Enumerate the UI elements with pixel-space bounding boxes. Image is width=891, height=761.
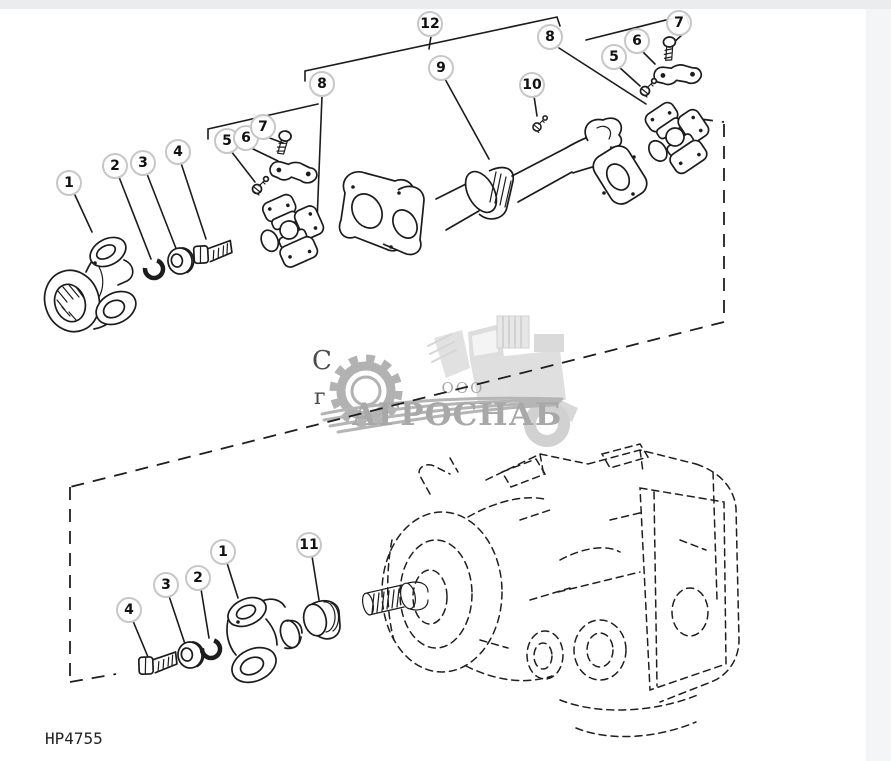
callout-label: 3 [161,577,171,593]
callout-label: 1 [218,544,228,560]
part-universal-joint-left [246,184,335,276]
part-grease-fitting-right [639,77,658,98]
callout-11-dust-cap[interactable]: 11 [296,532,322,558]
part-cap-screw-bottom [137,651,179,676]
callout-9-collar[interactable]: 9 [428,55,454,81]
top-gutter [0,0,891,9]
callout-label: 2 [193,570,203,586]
transmission-housing-phantom [381,443,740,738]
part-rear-yoke [226,596,303,684]
part-front-yoke [43,236,137,333]
callout-7-right[interactable]: 7 [666,10,692,36]
callout-3-washer[interactable]: 3 [130,150,156,176]
callout-label: 7 [674,15,684,31]
drawing-code: HP4755 [45,729,103,748]
part-grease-fitting-shaft [532,115,549,134]
right-gutter [866,0,891,761]
callout-label: 5 [609,49,619,65]
callout-6-right[interactable]: 6 [624,28,650,54]
part-screw-right [662,35,678,62]
callout-label: 1 [64,175,74,191]
callout-8-left[interactable]: 8 [309,71,335,97]
callout-label: 6 [241,130,251,146]
callout-label: 3 [138,155,148,171]
part-drive-shaft [338,117,648,256]
part-cap-screw [192,239,234,265]
callout-3-bottom[interactable]: 3 [153,572,179,598]
callout-label: 4 [124,602,134,618]
callout-1-rear-yoke[interactable]: 1 [210,539,236,565]
callout-label: 6 [632,33,642,49]
callout-label: 8 [545,29,555,45]
watermark-company-name: АГРОСНАБ [352,397,563,433]
callout-label: 7 [258,119,268,135]
gear-icon [329,354,403,428]
callout-label: 8 [317,76,327,92]
callout-label: 10 [522,77,542,93]
callout-1-front-yoke[interactable]: 1 [56,170,82,196]
combine-harvester-icon [427,315,578,447]
housing-input-shaft [362,581,429,616]
callout-10-grease-fitting[interactable]: 10 [519,72,545,98]
part-washer-bottom [175,638,207,671]
callout-8-right[interactable]: 8 [537,24,563,50]
callout-2-bottom[interactable]: 2 [185,565,211,591]
watermark-text-fragment-1: С [312,346,332,376]
watermark-logo: С г [312,315,578,447]
callout-label: 5 [222,133,232,149]
part-shaft-collar [464,166,515,220]
part-bearing-strap-left [268,158,319,187]
part-bearing-strap-right [651,57,704,93]
callout-label: 4 [173,144,183,160]
callout-label: 11 [299,537,319,553]
part-washer [165,244,197,277]
callout-leader-lines [73,33,684,658]
callout-4-bottom[interactable]: 4 [116,597,142,623]
watermark-text-fragment-2: г [314,385,326,410]
part-snap-ring [142,257,165,280]
callout-label: 12 [420,16,440,32]
callout-4-cap-screw[interactable]: 4 [165,139,191,165]
callout-7-left[interactable]: 7 [250,114,276,140]
callout-12-assembly[interactable]: 12 [417,11,443,37]
callout-5-right[interactable]: 5 [601,44,627,70]
part-dust-cap [302,599,341,640]
callout-label: 9 [436,60,446,76]
callout-2-snap-ring[interactable]: 2 [102,153,128,179]
part-grease-fitting-left [251,175,270,196]
part-screw-left [275,129,293,156]
phantom-detail-box-lines [69,118,725,683]
callout-label: 2 [110,158,120,174]
